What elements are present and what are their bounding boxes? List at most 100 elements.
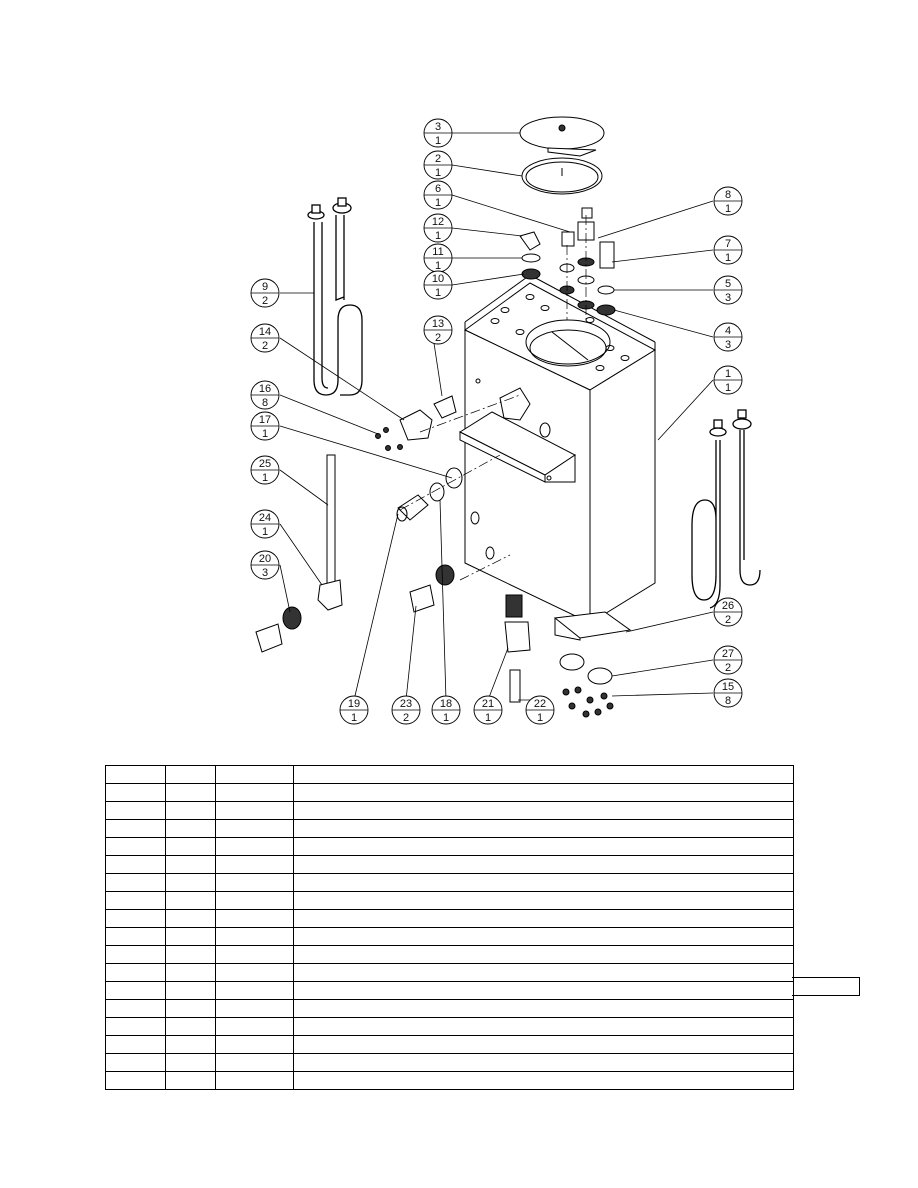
table-cell [293,927,794,946]
table-cell [215,945,294,964]
table-cell [293,1053,794,1072]
balloon-quantity: 1 [262,428,268,440]
balloon-item-number: 26 [722,600,734,612]
balloon-item-number: 8 [725,189,731,201]
balloon-item-4: 43 [713,322,743,352]
table-cell [165,783,216,802]
table-cell [105,981,166,1000]
balloon-item-1: 11 [713,365,743,395]
balloon-quantity: 3 [725,292,731,304]
table-cell [105,837,166,856]
tank-body [464,274,657,624]
table-cell [215,873,294,892]
table-cell [165,1071,216,1090]
table-cell [215,1071,294,1090]
balloon-item-number: 23 [400,698,412,710]
balloon-quantity: 2 [403,712,409,724]
heating-element-left [307,197,363,396]
balloon-quantity: 2 [262,340,268,352]
table-row [105,909,794,928]
table-cell [165,945,216,964]
table-row [105,891,794,910]
mounting-bracket [458,411,576,483]
balloon-quantity: 1 [435,167,441,179]
table-cell [165,1035,216,1054]
balloon-item-number: 22 [534,698,546,710]
balloon-item-23: 232 [391,695,421,725]
elbow-fittings [255,584,435,653]
balloon-quantity: 1 [725,252,731,264]
balloon-item-number: 9 [262,281,268,293]
table-cell [293,873,794,892]
table-cell [165,801,216,820]
table-cell [293,819,794,838]
balloon-quantity: 8 [725,695,731,707]
balloon-item-22: 221 [525,695,555,725]
table-cell [105,873,166,892]
balloon-item-12: 121 [423,213,453,243]
table-cell [105,783,166,802]
table-cell [165,909,216,928]
table-cell [293,981,794,1000]
balloon-item-16: 168 [250,380,280,410]
item-balloons: 3121611211111019214213216817125124120381… [250,118,743,725]
table-cell [165,855,216,874]
balloon-item-number: 18 [440,698,452,710]
balloon-item-18: 181 [431,695,461,725]
balloon-quantity: 1 [435,197,441,209]
balloon-item-3: 31 [423,118,453,148]
balloon-item-26: 262 [713,597,743,627]
balloon-quantity: 3 [262,567,268,579]
table-cell [215,909,294,928]
table-cell [215,801,294,820]
table-cell [105,999,166,1018]
balloon-item-number: 3 [435,121,441,133]
balloon-item-11: 111 [423,243,453,273]
balloon-item-number: 11 [432,246,443,258]
tank-cover [519,116,605,157]
table-cell [165,837,216,856]
top-fittings [519,207,616,316]
table-cell [105,801,166,820]
balloon-item-number: 21 [482,698,494,710]
balloon-item-number: 20 [259,553,271,565]
balloon-quantity: 1 [435,287,441,299]
table-cell [293,963,794,982]
balloon-item-number: 10 [432,273,444,285]
table-row [105,999,794,1018]
balloon-item-number: 24 [259,512,271,524]
balloon-item-number: 6 [435,183,441,195]
table-cell [105,1053,166,1072]
balloon-item-number: 2 [435,153,441,165]
table-cell [215,783,294,802]
table-cell [293,801,794,820]
table-cell [293,999,794,1018]
balloon-quantity: 1 [262,526,268,538]
balloon-item-number: 15 [722,681,734,693]
table-cell [293,909,794,928]
table-cell [165,981,216,1000]
balloon-quantity: 3 [725,339,731,351]
balloon-quantity: 2 [435,332,441,344]
table-cell [293,891,794,910]
table-cell [165,1053,216,1072]
balloon-item-15: 158 [713,678,743,708]
table-row [105,819,794,838]
balloon-item-13: 132 [423,315,453,345]
balloon-item-17: 171 [250,411,280,441]
balloon-item-6: 61 [423,180,453,210]
table-cell [165,927,216,946]
table-cell [215,927,294,946]
balloon-item-number: 27 [722,648,734,660]
table-cell [293,837,794,856]
centerlines [399,215,587,581]
table-cell [105,909,166,928]
balloon-quantity: 1 [537,712,543,724]
table-cell [293,945,794,964]
balloon-quantity: 1 [262,472,268,484]
table-row [105,873,794,892]
vertical-tube [317,454,343,611]
table-cell [215,819,294,838]
table-cell [215,837,294,856]
balloon-quantity: 2 [262,295,268,307]
